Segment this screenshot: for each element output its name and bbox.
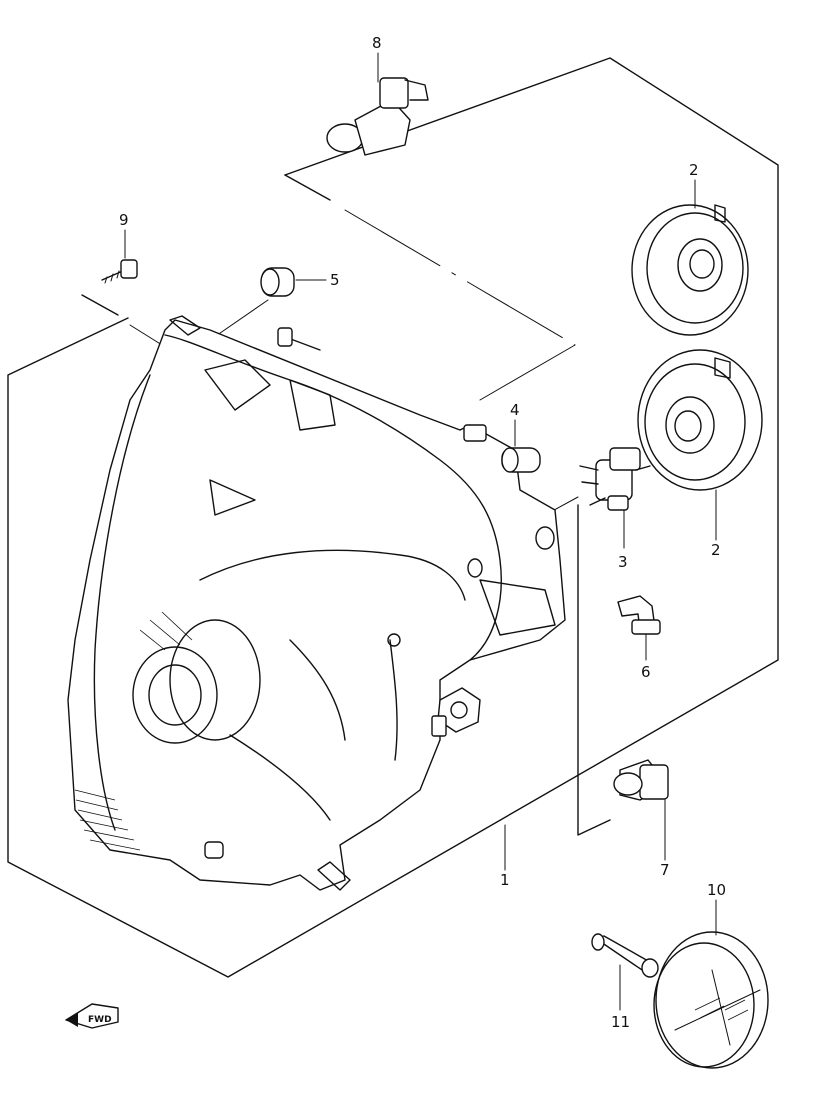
bulb-lower <box>613 759 669 801</box>
housing-hatching <box>74 611 193 851</box>
lens-cap <box>653 931 769 1069</box>
adjuster-knob <box>431 687 481 737</box>
lead-line-bracket-right <box>479 344 576 401</box>
lead-line-screw9 <box>129 324 163 346</box>
bulb-socket <box>579 447 651 511</box>
socket-bracket-line <box>577 504 611 836</box>
callout-6: 6 <box>641 663 651 681</box>
callout-10: 10 <box>707 881 726 899</box>
callout-7: 7 <box>660 861 670 879</box>
callout-8: 8 <box>372 34 382 52</box>
callout-4: 4 <box>510 401 520 419</box>
callout-2-upper: 2 <box>689 161 699 179</box>
callout-11: 11 <box>611 1013 630 1031</box>
reflector-lower <box>637 349 763 491</box>
assembly-frame <box>7 57 779 978</box>
projector-lens <box>132 646 218 744</box>
leader-lines <box>124 52 717 1011</box>
callout-2-lower: 2 <box>711 541 721 559</box>
fwd-label: FWD <box>88 1015 112 1025</box>
grommet-5 <box>260 267 295 297</box>
arrow-fwd-icon <box>66 1012 78 1027</box>
callout-1: 1 <box>500 871 510 889</box>
callout-5: 5 <box>330 271 340 289</box>
screw-9 <box>101 259 138 284</box>
elbow-connector <box>617 595 661 635</box>
screw-bracket-line <box>81 294 119 316</box>
fwd-badge: FWD <box>65 1003 119 1029</box>
reflector-upper <box>631 204 749 336</box>
headlamp-housing <box>67 315 566 891</box>
bulb-bracket-line-top <box>284 174 331 201</box>
callout-9: 9 <box>119 211 129 229</box>
bulb-top <box>326 77 429 156</box>
lead-line-bulb8 <box>344 209 576 346</box>
pin-11 <box>591 933 659 978</box>
callout-3: 3 <box>618 553 628 571</box>
callouts: 8 9 5 4 2 2 3 6 7 1 10 11 <box>119 34 726 1031</box>
grommet-4 <box>501 447 541 473</box>
